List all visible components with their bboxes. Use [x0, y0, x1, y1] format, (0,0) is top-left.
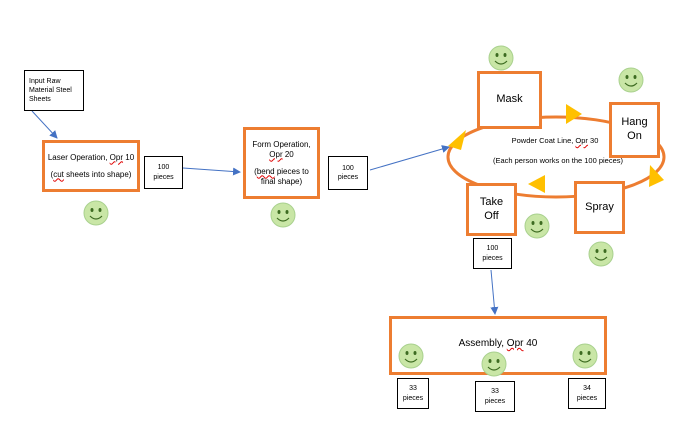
smiley-face-icon	[488, 45, 514, 71]
connector-laser-to-form	[182, 167, 241, 176]
takeoff-line-1: Take	[479, 195, 504, 208]
assembly-title: Assembly, Opr 40	[458, 338, 538, 349]
connector-input-to-laser	[31, 110, 58, 139]
powder-coat-title: Powder Coat Line, Opr 30	[511, 136, 599, 145]
input-line-2: Material Steel	[29, 86, 72, 94]
smiley-face-icon	[398, 343, 424, 369]
smiley-face-icon	[588, 241, 614, 267]
form-operation-desc: (bend pieces to	[254, 166, 309, 176]
quantity-box-form: 100 pieces	[328, 156, 368, 190]
station-spray: Spray	[574, 181, 625, 234]
qty-b-unit: pieces	[484, 397, 506, 405]
laser-operation-title: Laser Operation, Opr 10	[47, 152, 135, 162]
station-mask: Mask	[477, 71, 542, 129]
smiley-face-icon	[524, 213, 550, 239]
qty1-number: 100	[157, 164, 170, 172]
connector-form-to-powder	[369, 145, 450, 171]
laser-operation-desc: (cut sheets into shape)	[50, 169, 132, 179]
qty-b-number: 33	[491, 388, 499, 396]
hang-line-1: Hang	[621, 116, 648, 129]
smiley-face-icon	[572, 343, 598, 369]
qty-c-number: 34	[583, 385, 591, 393]
loop-arrowhead-top	[566, 104, 582, 124]
loop-arrowhead-bottom	[528, 175, 545, 193]
qty3-unit: pieces	[482, 254, 503, 262]
laser-operation-box: Laser Operation, Opr 10 (cut sheets into…	[42, 140, 140, 192]
qty2-number: 100	[342, 164, 354, 172]
loop-arrowhead-left	[448, 130, 466, 150]
connector-powder-to-assembly	[490, 269, 499, 315]
input-line-3: Sheets	[29, 96, 51, 104]
qty1-unit: pieces	[153, 173, 174, 181]
input-line-1: Input Raw	[29, 77, 61, 85]
loop-arrowhead-right	[649, 165, 664, 187]
smiley-face-icon	[270, 202, 296, 228]
input-raw-material-box: Input Raw Material Steel Sheets	[24, 70, 84, 111]
smiley-face-icon	[481, 351, 507, 377]
takeoff-line-2: Off	[484, 209, 499, 222]
powder-coat-note: (Each person works on the 100 pieces)	[492, 156, 624, 165]
qty-a-unit: pieces	[402, 394, 424, 402]
form-operation-box: Form Operation, Opr 20 (bend pieces to f…	[243, 127, 320, 199]
form-operation-title-line2: Opr 20	[269, 149, 294, 159]
qty-a-number: 33	[409, 385, 417, 393]
smiley-face-icon	[83, 200, 109, 226]
form-operation-desc-line2: final shape)	[260, 176, 303, 186]
smiley-face-icon	[618, 67, 644, 93]
hang-line-2: On	[627, 130, 642, 142]
qty-c-unit: pieces	[576, 394, 598, 402]
form-operation-title-line1: Form Operation,	[252, 139, 311, 149]
qty2-unit: pieces	[337, 174, 359, 181]
qty3-number: 100	[486, 245, 499, 253]
